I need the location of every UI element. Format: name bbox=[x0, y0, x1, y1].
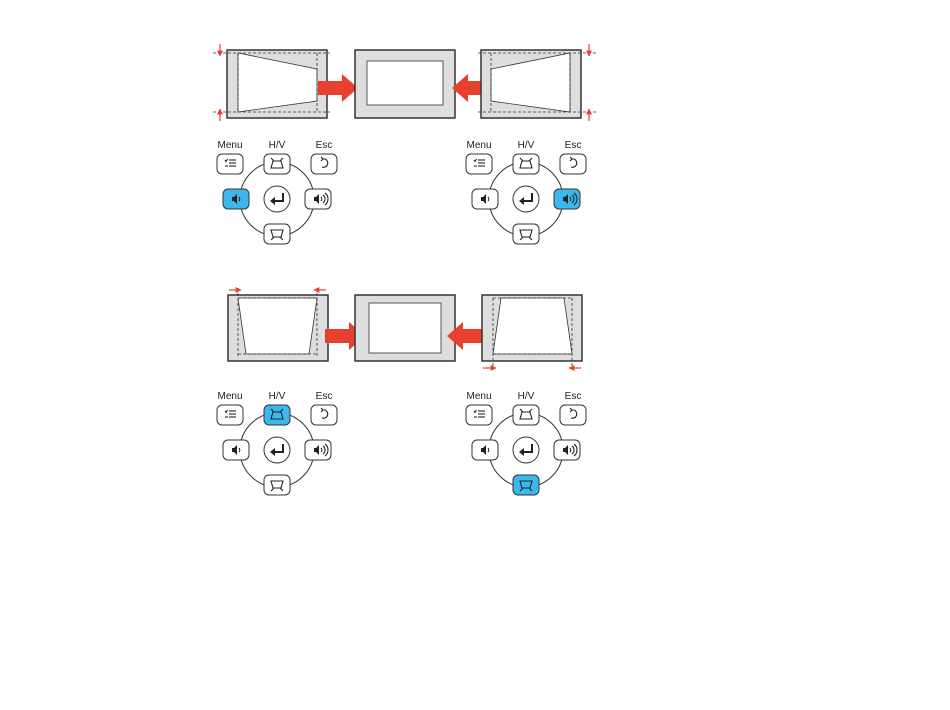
hv-label: H/V bbox=[269, 391, 286, 402]
remote-pad: Menu H/V Esc bbox=[217, 391, 337, 495]
enter-button[interactable] bbox=[513, 186, 539, 212]
horizontal-correction-images bbox=[228, 288, 582, 368]
menu-label: Menu bbox=[217, 391, 242, 402]
menu-label: Menu bbox=[466, 140, 491, 151]
keystone-up-button[interactable] bbox=[513, 405, 539, 425]
enter-button[interactable] bbox=[513, 437, 539, 463]
keystone-up-button[interactable] bbox=[513, 154, 539, 174]
esc-label: Esc bbox=[316, 391, 333, 402]
menu-list-button[interactable] bbox=[217, 154, 243, 174]
keystone-down-button[interactable] bbox=[264, 224, 290, 244]
volume-down-button[interactable] bbox=[472, 440, 498, 460]
remote-pad: Menu H/V Esc bbox=[217, 140, 337, 244]
menu-list-button[interactable] bbox=[466, 405, 492, 425]
enter-button[interactable] bbox=[264, 437, 290, 463]
horizontal-left-distorted-frame bbox=[228, 288, 328, 361]
enter-button[interactable] bbox=[264, 186, 290, 212]
volume-up-button[interactable] bbox=[305, 189, 331, 209]
keystone-down-button[interactable] bbox=[513, 224, 539, 244]
vertical-corrected-frame bbox=[355, 50, 455, 118]
volume-down-button[interactable] bbox=[223, 189, 249, 209]
vertical-right-distorted-frame bbox=[478, 44, 596, 121]
volume-down-button[interactable] bbox=[472, 189, 498, 209]
volume-down-button[interactable] bbox=[223, 440, 249, 460]
menu-label: Menu bbox=[466, 391, 491, 402]
esc-label: Esc bbox=[316, 140, 333, 151]
keystone-up-button[interactable] bbox=[264, 405, 290, 425]
horizontal-right-distorted-frame bbox=[482, 295, 582, 368]
vertical-correction-images bbox=[213, 44, 596, 121]
volume-up-button[interactable] bbox=[305, 440, 331, 460]
hv-label: H/V bbox=[269, 140, 286, 151]
keystone-down-button[interactable] bbox=[264, 475, 290, 495]
keystone-up-button[interactable] bbox=[264, 154, 290, 174]
return-arrow-button[interactable] bbox=[560, 154, 586, 174]
remote-pad: Menu H/V Esc bbox=[466, 391, 586, 495]
esc-label: Esc bbox=[565, 140, 582, 151]
volume-up-button[interactable] bbox=[554, 189, 580, 209]
hv-label: H/V bbox=[518, 391, 535, 402]
vertical-left-distorted-frame bbox=[213, 44, 330, 121]
hv-label: H/V bbox=[518, 140, 535, 151]
menu-label: Menu bbox=[217, 140, 242, 151]
return-arrow-button[interactable] bbox=[560, 405, 586, 425]
volume-up-button[interactable] bbox=[554, 440, 580, 460]
esc-label: Esc bbox=[565, 391, 582, 402]
menu-list-button[interactable] bbox=[217, 405, 243, 425]
return-arrow-button[interactable] bbox=[311, 405, 337, 425]
return-arrow-button[interactable] bbox=[311, 154, 337, 174]
keystone-down-button[interactable] bbox=[513, 475, 539, 495]
horizontal-corrected-frame bbox=[355, 295, 455, 361]
remote-pad: Menu H/V Esc bbox=[466, 140, 586, 244]
menu-list-button[interactable] bbox=[466, 154, 492, 174]
